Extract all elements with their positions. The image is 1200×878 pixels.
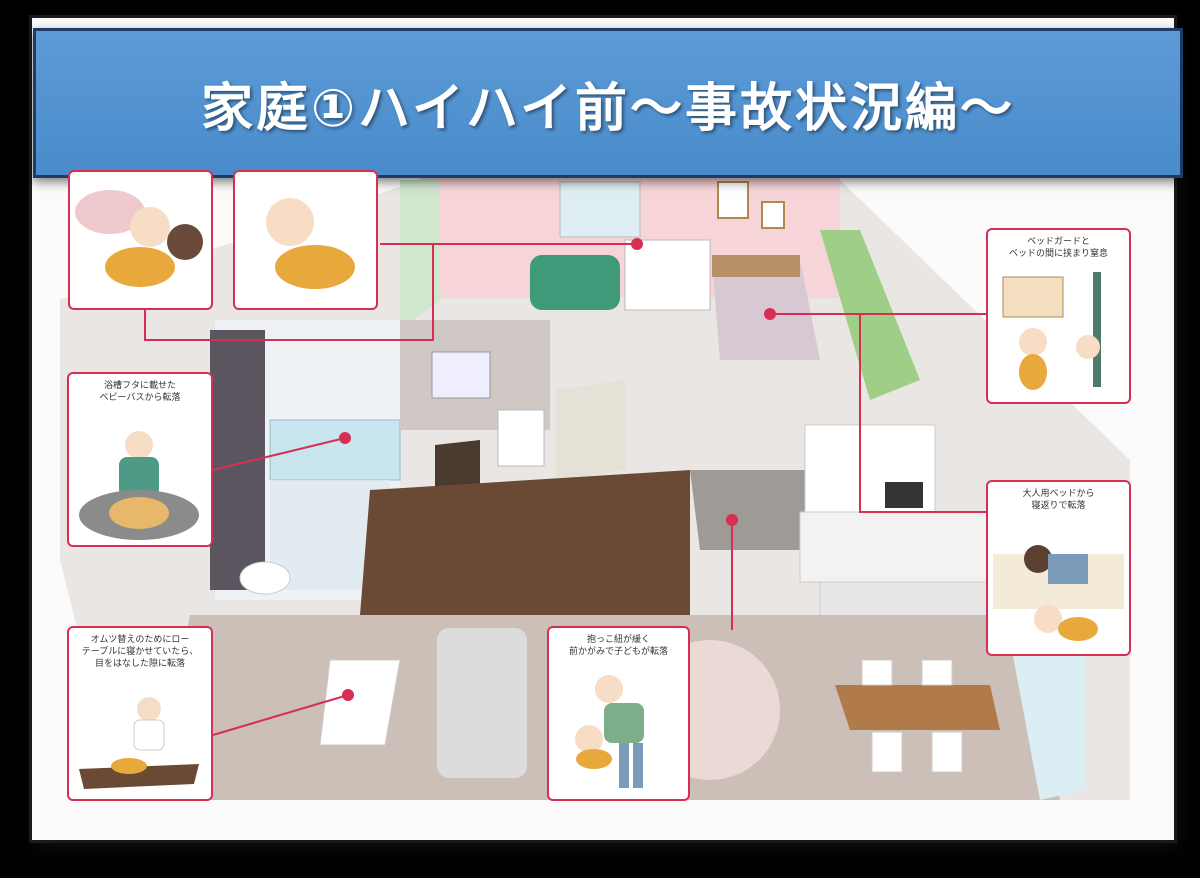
- connector-dot: [631, 238, 643, 250]
- kitchen-counter: [799, 511, 1001, 583]
- connector-adult-bed: [859, 314, 990, 513]
- callout-adult-bed-label: 大人用ベッドから 寝返りで転落: [1022, 489, 1095, 511]
- baby-pillow-illustration: [75, 190, 203, 287]
- bed-guard-illustration: [1002, 272, 1101, 390]
- dining-table: [835, 685, 1000, 730]
- connector-dot: [339, 432, 351, 444]
- connector-bath: [212, 437, 346, 471]
- wall-picture: [761, 201, 785, 229]
- callout-carrier-label: 抱っこ紐が緩く 前かがみで子どもが転落: [568, 635, 668, 657]
- microwave: [885, 482, 923, 508]
- connector-table: [212, 694, 349, 736]
- bath-illustration: [79, 431, 199, 540]
- callout-bath-label: 浴槽フタに載せた ベビーバスから転落: [99, 381, 181, 403]
- connector-dot: [764, 308, 776, 320]
- callout-table: オムツ替えのためにロー テーブルに寝かせていたら、 目をはなした隙に転落: [67, 626, 213, 801]
- callout-carrier: 抱っこ紐が緩く 前かがみで子どもが転落: [547, 626, 690, 801]
- connector-dot: [726, 514, 738, 526]
- bed-headboard: [712, 255, 800, 277]
- table-illustration: [79, 697, 199, 789]
- connector-dots: [339, 238, 776, 701]
- right-window: [1010, 640, 1085, 800]
- stairs: [556, 380, 625, 480]
- adult-bed-illustration: [993, 545, 1124, 641]
- stroller-floor: [690, 470, 820, 550]
- mirror: [431, 351, 491, 399]
- connector-dot: [342, 689, 354, 701]
- bathtub: [269, 419, 401, 481]
- page-title: 家庭①ハイハイ前〜事故状況編〜: [201, 78, 1015, 139]
- callout-bath: 浴槽フタに載せた ベビーバスから転落: [67, 372, 213, 547]
- dining-chair: [861, 659, 893, 686]
- dining-chair: [871, 731, 903, 773]
- callout-baby-with-pillow: [68, 170, 213, 310]
- crib: [624, 239, 711, 311]
- green-armchair: [530, 255, 620, 310]
- callout-bed-guard: ベッドガードと ベッドの間に挟まり窒息: [986, 228, 1131, 404]
- carrier-illustration: [575, 675, 644, 788]
- washing-machine: [497, 409, 545, 467]
- connector-lines: [144, 243, 990, 736]
- wall-picture: [717, 181, 749, 219]
- callout-baby-prone: [233, 170, 378, 310]
- baby-prone-illustration: [266, 198, 355, 289]
- callout-bed-guard-label: ベッドガードと ベッドの間に挟まり窒息: [1008, 237, 1108, 259]
- callout-table-label: オムツ替えのためにロー テーブルに寝かせていたら、 目をはなした隙に転落: [81, 635, 199, 669]
- sofa: [437, 628, 527, 778]
- dining-chair: [921, 659, 953, 686]
- kitchen-shelves: [804, 424, 936, 521]
- title-banner: 家庭①ハイハイ前〜事故状況編〜: [33, 28, 1183, 178]
- green-wall: [400, 180, 440, 330]
- low-table: [319, 659, 401, 746]
- window: [559, 181, 641, 238]
- dining-chair: [931, 731, 963, 773]
- hall-floor: [360, 470, 690, 615]
- callout-adult-bed: 大人用ベッドから 寝返りで転落: [986, 480, 1131, 656]
- toilet: [239, 561, 291, 595]
